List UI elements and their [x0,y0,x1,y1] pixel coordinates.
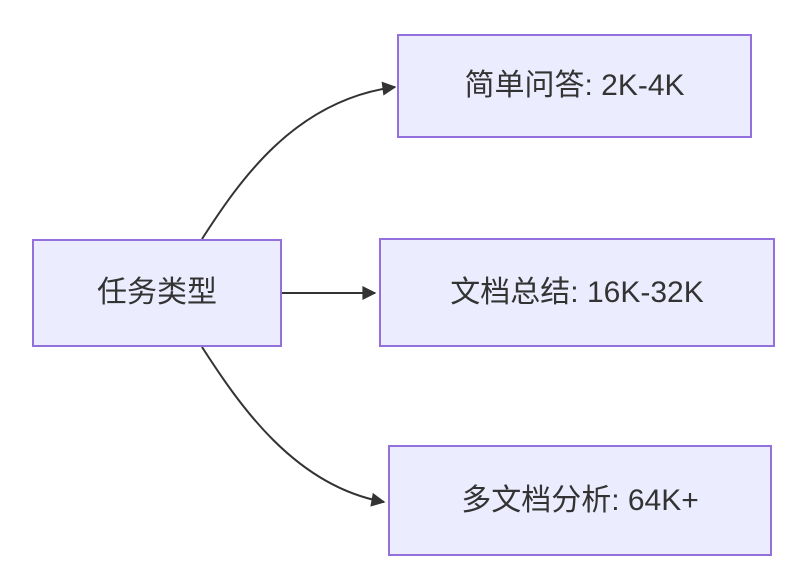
node-simple-qa: 简单问答: 2K-4K [397,34,752,138]
node-multi-doc-label: 多文档分析: 64K+ [461,483,699,517]
node-multi-doc: 多文档分析: 64K+ [388,445,772,556]
edge-root-to-multi-doc [201,346,386,507]
node-doc-summary: 文档总结: 16K-32K [379,238,775,347]
node-simple-qa-label: 简单问答: 2K-4K [464,69,685,102]
edge-root-to-simple-qa [201,81,397,240]
node-doc-summary-label: 文档总结: 16K-32K [450,275,704,309]
node-task-type: 任务类型 [32,239,282,347]
node-task-type-label: 任务类型 [97,276,217,309]
